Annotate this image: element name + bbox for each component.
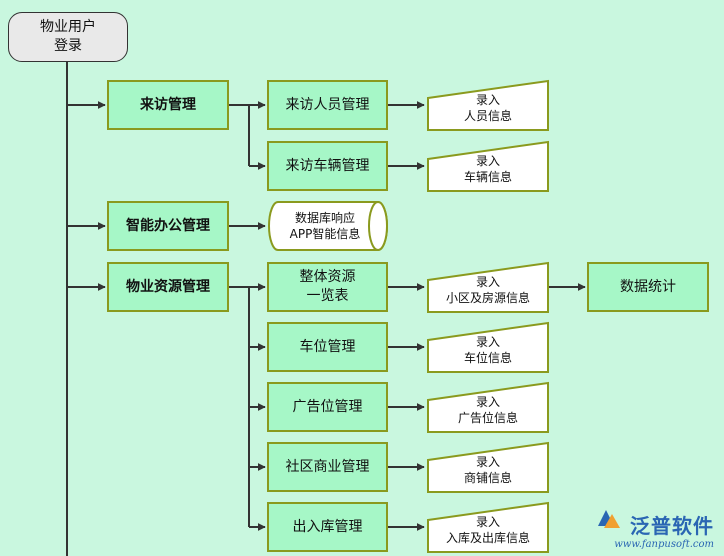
start-line1: 物业用户: [40, 19, 96, 36]
sub-overview-line2: 一览表: [306, 288, 349, 304]
module-office-label: 智能办公管理: [126, 217, 210, 234]
db-text: 数据库响应 APP智能信息: [270, 210, 380, 242]
input-person-label: 人员信息: [463, 109, 512, 123]
watermark-logo: 泛普软件 www.fanpusoft.com: [614, 510, 714, 550]
module-smart-office: 智能办公管理: [107, 201, 229, 251]
sub-visitor-vehicle-label: 来访车辆管理: [285, 157, 370, 174]
logo-url: www.fanpusoft.com: [614, 539, 714, 550]
logo-mark-icon: [598, 510, 620, 528]
module-visitor-label: 来访管理: [140, 96, 196, 113]
input-ad-text: 录入 广告位信息: [428, 394, 548, 426]
input-ad-verb: 录入: [475, 395, 500, 409]
input-vehicle-label: 车辆信息: [463, 170, 512, 184]
sub-commerce-management: 社区商业管理: [267, 442, 388, 492]
start-node: 物业用户 登录: [8, 12, 128, 62]
sub-inout-management: 出入库管理: [267, 502, 388, 552]
module-visitor-management: 来访管理: [107, 80, 229, 130]
sub-ad-space-label: 广告位管理: [292, 398, 363, 415]
input-inout-text: 录入 入库及出库信息: [428, 514, 548, 546]
db-cylinder: [268, 201, 388, 251]
input-vehicle-text: 录入 车辆信息: [428, 153, 548, 185]
db-line2: APP智能信息: [289, 227, 361, 241]
sub-parking-management: 车位管理: [267, 322, 388, 372]
input-housing-verb: 录入: [475, 275, 500, 289]
input-housing-label: 小区及房源信息: [445, 291, 530, 305]
input-shape-housing: [427, 261, 549, 313]
input-shape-inout: [427, 501, 549, 553]
start-line2: 登录: [54, 38, 82, 54]
input-shop-verb: 录入: [475, 455, 500, 469]
sub-inout-label: 出入库管理: [292, 518, 363, 535]
input-vehicle-verb: 录入: [475, 154, 500, 168]
input-housing-text: 录入 小区及房源信息: [428, 274, 548, 306]
input-shop-label: 商铺信息: [463, 471, 512, 485]
input-shape-person: [427, 79, 549, 131]
sub-ad-space-management: 广告位管理: [267, 382, 388, 432]
data-statistics-box: 数据统计: [587, 262, 709, 312]
logo-name: 泛普软件: [630, 514, 714, 538]
input-shape-vehicle: [427, 140, 549, 192]
input-shop-text: 录入 商铺信息: [428, 454, 548, 486]
module-property-resource: 物业资源管理: [107, 262, 229, 312]
sub-overview-line1: 整体资源: [299, 269, 356, 286]
input-parking-verb: 录入: [475, 335, 500, 349]
sub-parking-label: 车位管理: [299, 338, 356, 355]
module-resource-label: 物业资源管理: [126, 278, 210, 295]
data-statistics-label: 数据统计: [620, 278, 676, 295]
input-person-text: 录入 人员信息: [428, 92, 548, 124]
db-line1: 数据库响应: [294, 211, 355, 225]
sub-visitor-vehicle: 来访车辆管理: [267, 141, 388, 191]
sub-commerce-label: 社区商业管理: [285, 458, 370, 475]
input-shape-parking: [427, 321, 549, 373]
sub-visitor-person: 来访人员管理: [267, 80, 388, 130]
input-inout-verb: 录入: [475, 515, 500, 529]
input-ad-label: 广告位信息: [457, 411, 518, 425]
input-shape-shop: [427, 441, 549, 493]
sub-resource-overview: 整体资源 一览表: [267, 262, 388, 312]
input-shape-ad: [427, 381, 549, 433]
input-parking-text: 录入 车位信息: [428, 334, 548, 366]
input-inout-label: 入库及出库信息: [445, 531, 530, 545]
input-parking-label: 车位信息: [463, 351, 512, 365]
input-person-verb: 录入: [475, 93, 500, 107]
sub-visitor-person-label: 来访人员管理: [285, 96, 370, 113]
